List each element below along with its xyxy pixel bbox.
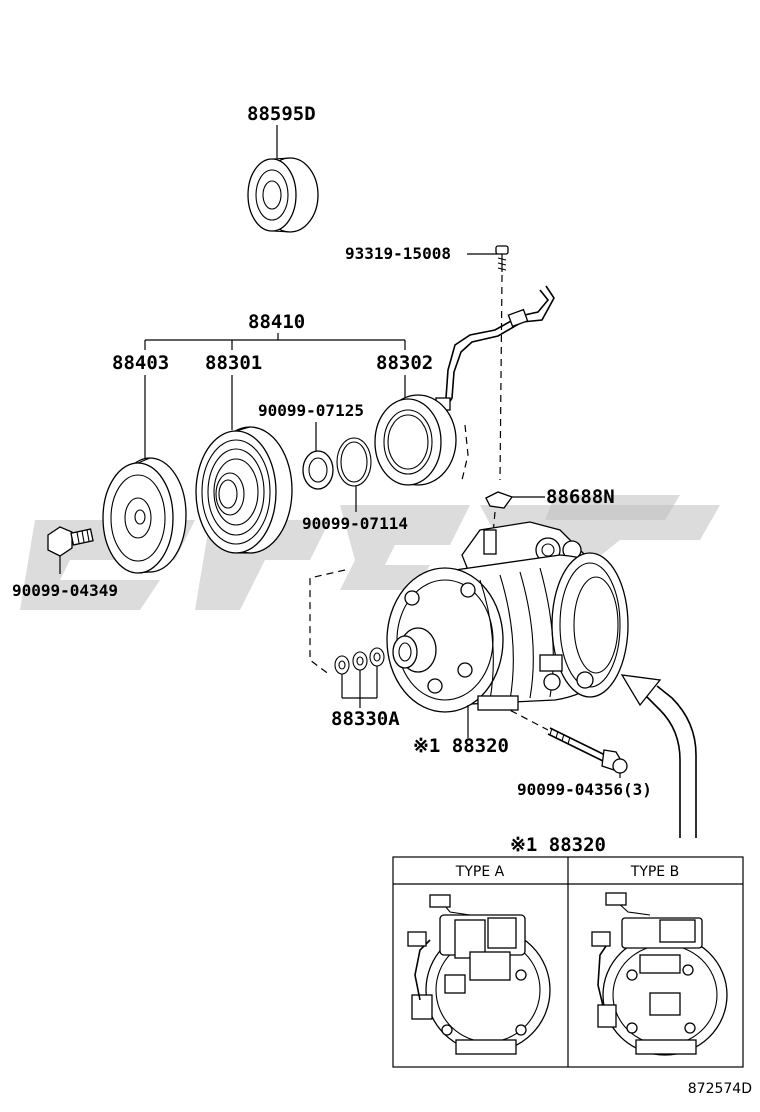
callout-90099-07114: 90099-07114 xyxy=(302,514,408,533)
type-a-label: TYPE A xyxy=(455,864,505,880)
screw-93319-15008[interactable]: 93319-15008 xyxy=(345,244,509,272)
watermark-logo xyxy=(20,495,720,610)
callout-93319-15008: 93319-15008 xyxy=(345,244,451,263)
type-b-label: TYPE B xyxy=(630,864,679,880)
idler-pulley-88595D[interactable]: 88595D xyxy=(247,103,319,233)
callout-88688N: 88688N xyxy=(546,486,615,508)
callout-90099-04349: 90099-04349 xyxy=(12,581,118,600)
callout-88410: 88410 xyxy=(248,311,305,333)
callout-88320: ※1 88320 xyxy=(413,735,509,757)
clutch-assembly-bracket: 88410 xyxy=(144,311,406,350)
callout-90099-07125: 90099-07125 xyxy=(258,401,364,420)
snap-ring-90099-07125[interactable]: 90099-07125 xyxy=(258,401,364,490)
reference-arrow xyxy=(620,674,697,838)
callout-88330A: 88330A xyxy=(331,708,400,730)
type-a-compressor-image xyxy=(407,894,551,1055)
harness-wire xyxy=(435,285,555,411)
callout-88403: 88403 xyxy=(112,352,169,374)
clutch-hub-88403[interactable]: 88403 xyxy=(102,352,187,574)
type-b-compressor-image xyxy=(591,892,728,1056)
shims-88330A[interactable]: 88330A xyxy=(331,647,400,730)
bolt-90099-04356[interactable]: 90099-04356(3) xyxy=(517,727,652,799)
drawing-id: 872574D xyxy=(688,1081,752,1097)
inset-compressor-types: ※1 88320 TYPE A TYPE B xyxy=(392,834,744,1068)
bolt-90099-04349[interactable]: 90099-04349 xyxy=(12,526,118,600)
inset-title: ※1 88320 xyxy=(510,834,606,856)
callout-88301: 88301 xyxy=(205,352,262,374)
compressor-88320[interactable]: ※1 88320 xyxy=(386,521,629,757)
stator-coil-88302[interactable]: 88302 xyxy=(374,352,457,486)
callout-90099-04356: 90099-04356(3) xyxy=(517,780,652,799)
clamp-88688N[interactable]: 88688N xyxy=(485,486,615,509)
callout-88595D: 88595D xyxy=(247,103,316,125)
clutch-pulley-88301[interactable]: 88301 xyxy=(195,352,293,554)
callout-88302: 88302 xyxy=(376,352,433,374)
snap-ring-90099-07114[interactable]: 90099-07114 xyxy=(302,437,408,533)
